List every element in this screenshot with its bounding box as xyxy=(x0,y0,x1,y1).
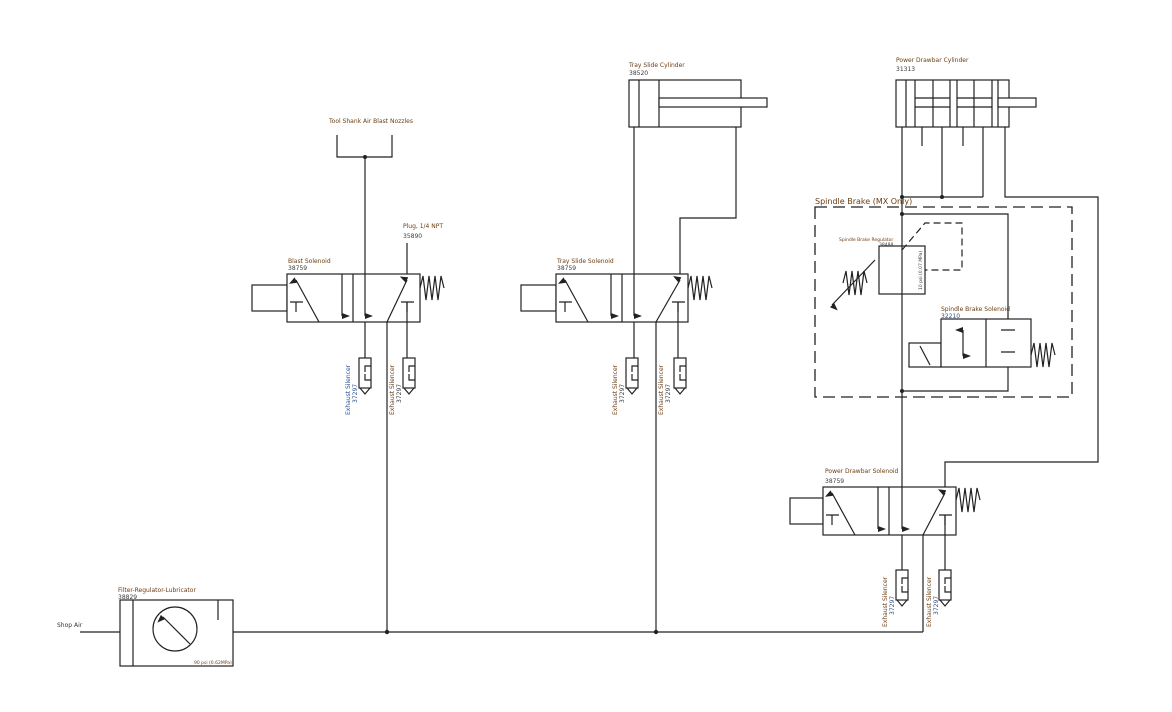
blast-solenoid-part: 38759 xyxy=(288,265,307,272)
spindle-brake-solenoid-valve xyxy=(908,318,1056,368)
solenoid-actuator-icon xyxy=(789,497,824,525)
blast-solenoid-valve xyxy=(251,273,445,632)
spindle-brake-circuit xyxy=(829,212,1009,393)
spindle-brake-label: Spindle Brake (MX Only) xyxy=(815,197,912,206)
silencer-part: 37297 xyxy=(619,384,626,403)
silencer-icon xyxy=(358,357,372,395)
shop-air-label: Shop Air xyxy=(57,622,83,629)
plug-label: Plug, 1/4 NPT xyxy=(403,223,443,230)
blast-solenoid-label: Blast Solenoid xyxy=(288,258,331,265)
tray-cylinder-part: 38520 xyxy=(629,70,648,77)
drawbar-solenoid-label: Power Drawbar Solenoid xyxy=(825,468,899,475)
tray-slide-cylinder xyxy=(628,79,768,274)
silencer-icon xyxy=(895,569,909,607)
spring-icon xyxy=(687,275,713,301)
frl-label: Filter-Regulator-Lubricator xyxy=(118,587,196,594)
drawbar-cylinder-part: 31313 xyxy=(896,66,915,73)
silencer-icon xyxy=(402,357,416,395)
silencer-part: 37297 xyxy=(396,384,403,403)
solenoid-actuator-icon xyxy=(520,284,557,312)
silencer-label: Exhaust Silencer xyxy=(389,364,396,415)
drawbar-cylinder-label: Power Drawbar Cylinder xyxy=(896,57,969,64)
spring-icon xyxy=(842,270,868,296)
tray-slide-solenoid-valve xyxy=(520,273,713,632)
plug-part: 35890 xyxy=(403,233,422,240)
solenoid-actuator-icon xyxy=(251,284,288,312)
silencer-label: Exhaust Silencer xyxy=(882,576,889,627)
spring-icon xyxy=(955,487,981,513)
brake-regulator-label: Spindle Brake Regulator xyxy=(839,237,893,243)
nozzles-label: Tool Shank Air Blast Nozzles xyxy=(328,118,413,125)
silencer-icon xyxy=(625,357,639,395)
silencer-label: Exhaust Silencer xyxy=(345,364,352,415)
frl-part: 38829 xyxy=(118,594,137,601)
tray-cylinder-label: Tray Slide Cylinder xyxy=(628,62,685,69)
silencer-label: Exhaust Silencer xyxy=(926,576,933,627)
brake-regulator-pressure: 10 psi (0.07 MPa) xyxy=(918,251,924,290)
silencer-part: 37297 xyxy=(665,384,672,403)
tray-solenoid-part: 38759 xyxy=(557,265,576,272)
power-drawbar-solenoid-valve xyxy=(789,486,981,632)
filter-regulator-lubricator xyxy=(119,599,234,667)
brake-solenoid-label: Spindle Brake Solenoid xyxy=(941,306,1010,313)
silencer-label: Exhaust Silencer xyxy=(612,364,619,415)
spring-icon xyxy=(419,275,445,301)
spring-icon xyxy=(1030,342,1056,368)
silencer-icon xyxy=(673,357,687,395)
brake-regulator-part: 38488 xyxy=(879,242,893,248)
silencer-part: 37297 xyxy=(352,384,359,403)
brake-solenoid-part: 32210 xyxy=(941,313,960,320)
silencer-part: 37297 xyxy=(889,596,896,615)
drawbar-solenoid-part: 38759 xyxy=(825,478,844,485)
frl-pressure: 90 psi (0.62MPa) xyxy=(194,660,232,666)
air-blast-nozzles xyxy=(336,135,393,274)
silencer-label: Exhaust Silencer xyxy=(658,364,665,415)
tray-solenoid-label: Tray Slide Solenoid xyxy=(556,258,614,265)
power-drawbar-cylinder xyxy=(895,79,1099,487)
silencer-icon xyxy=(938,569,952,607)
spindle-brake-boundary xyxy=(814,206,1073,398)
silencer-part: 37297 xyxy=(933,596,940,615)
